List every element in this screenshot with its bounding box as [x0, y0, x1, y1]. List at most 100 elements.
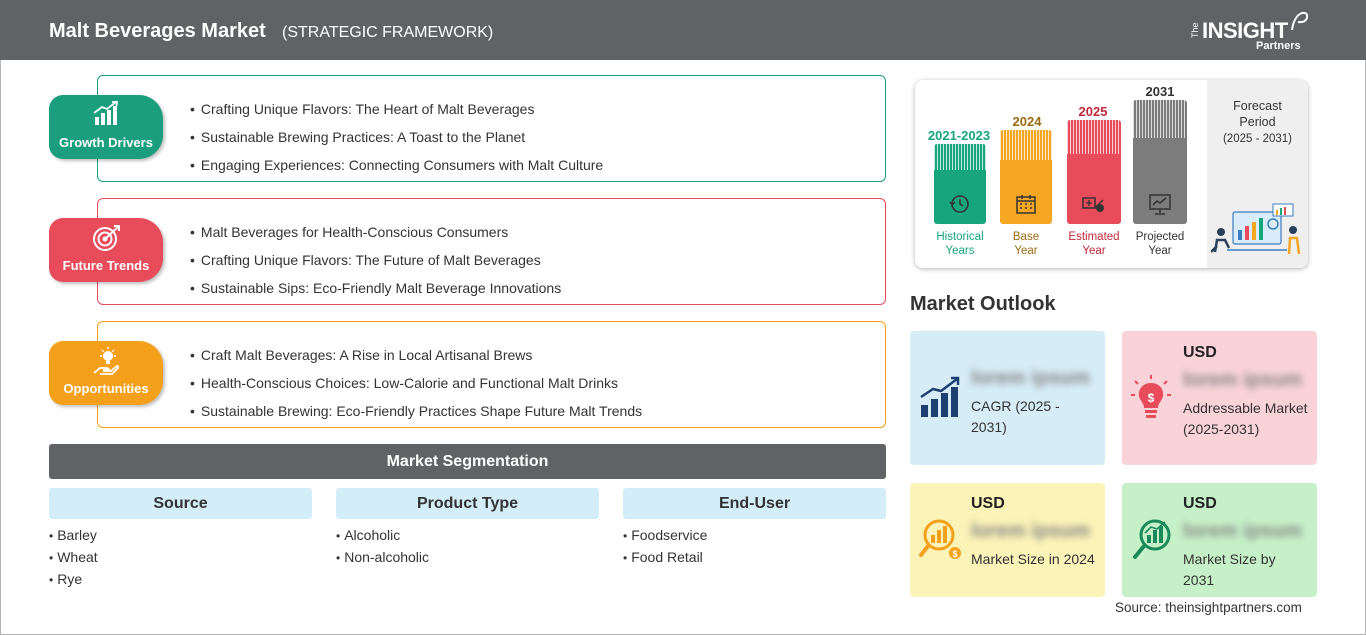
list-item: Non-alcoholic: [336, 547, 599, 569]
list-item: Health-Conscious Choices: Low-Calorie an…: [190, 369, 642, 397]
history-icon: [949, 195, 969, 213]
list-item: Rye: [49, 569, 312, 591]
insight-partners-logo: The INSIGHT Partners: [1190, 8, 1320, 54]
addressable-market-card: $ USD lorem ipsum Addressable Market (20…: [1122, 331, 1317, 465]
source-credit: Source: theinsightpartners.com: [1115, 600, 1302, 615]
logo-insight-text: INSIGHT: [1202, 18, 1288, 43]
caption-line: Years: [945, 245, 975, 257]
list-item: Crafting Unique Flavors: The Heart of Ma…: [190, 95, 603, 123]
growth-chart-icon: [93, 101, 118, 125]
svg-text:$: $: [952, 549, 957, 559]
forecast-range: (2025 - 2031): [1222, 133, 1293, 145]
timeline-year-base: 2024: [1012, 114, 1042, 129]
growth-drivers-list: Crafting Unique Flavors: The Heart of Ma…: [190, 95, 603, 179]
list-item: Engaging Experiences: Connecting Consume…: [190, 151, 603, 179]
market-size-2024-currency: USD: [971, 495, 1005, 512]
growth-drivers-box: Crafting Unique Flavors: The Heart of Ma…: [97, 75, 886, 182]
page-subtitle: (STRATEGIC FRAMEWORK): [282, 24, 494, 41]
market-size-2024-label: Market Size in 2024: [971, 551, 1095, 567]
estimate-icon: [1082, 197, 1104, 212]
segment-list: Alcoholic Non-alcoholic: [336, 525, 599, 569]
caption-line: Base: [1012, 231, 1040, 243]
caption-line: Historical: [936, 231, 984, 243]
svg-text:$: $: [1148, 391, 1155, 405]
market-size-2031-card: USD lorem ipsum Market Size by 2031: [1122, 483, 1317, 597]
list-item: Sustainable Brewing: Eco-Friendly Practi…: [190, 397, 642, 425]
caption-line: Year: [1148, 245, 1172, 257]
timeline-bar-estimated: [1067, 120, 1121, 224]
future-trends-box: Malt Beverages for Health-Conscious Cons…: [97, 198, 886, 305]
growth-drivers-tab: Growth Drivers: [49, 95, 163, 159]
future-trends-list: Malt Beverages for Health-Conscious Cons…: [190, 218, 561, 302]
opportunities-label: Opportunities: [63, 381, 149, 396]
market-size-2031-label: Market Size by 2031: [1183, 551, 1276, 588]
addressable-market-currency: USD: [1183, 344, 1217, 361]
segment-list: Foodservice Food Retail: [623, 525, 886, 569]
segment-heading: Source: [49, 488, 312, 519]
opportunities-list: Craft Malt Beverages: A Rise in Local Ar…: [190, 341, 642, 425]
forecast-label-line: Period: [1239, 115, 1276, 129]
market-segmentation-header: Market Segmentation: [49, 444, 886, 479]
list-item: Food Retail: [623, 547, 886, 569]
cagr-value: lorem ipsum: [971, 367, 1090, 389]
list-item: Alcoholic: [336, 525, 599, 547]
magnifier-growth-icon: [1133, 519, 1171, 559]
timeline-bar-base: [1000, 130, 1052, 224]
segment-source: Source Barley Wheat Rye: [49, 488, 312, 591]
list-item: Sustainable Sips: Eco-Friendly Malt Beve…: [190, 274, 561, 302]
growth-bars-icon: [920, 376, 960, 417]
opportunities-tab: Opportunities: [49, 341, 163, 405]
market-size-2031-value: lorem ipsum: [1183, 520, 1302, 542]
idea-hand-icon: [93, 347, 120, 375]
calendar-icon: [1016, 195, 1036, 214]
analytics-people-icon: [1211, 203, 1301, 255]
caption-line: Year: [1014, 245, 1038, 257]
header-bar: Malt Beverages Market (STRATEGIC FRAMEWO…: [0, 0, 1366, 60]
future-trends-label: Future Trends: [62, 258, 150, 273]
list-item: Wheat: [49, 547, 312, 569]
logo-the-text: The: [1190, 22, 1200, 38]
list-item: Foodservice: [623, 525, 886, 547]
cagr-card: lorem ipsum CAGR (2025 - 2031): [910, 331, 1105, 465]
lightbulb-dollar-icon: $: [1131, 375, 1171, 418]
timeline-year-estimated: 2025: [1078, 104, 1108, 119]
segment-product-type: Product Type Alcoholic Non-alcoholic: [336, 488, 599, 569]
addressable-market-label: Addressable Market (2025-2031): [1183, 400, 1308, 437]
forecast-period-label: Forecast Period (2025 - 2031): [1207, 98, 1308, 147]
future-trends-tab: Future Trends: [49, 218, 163, 282]
growth-drivers-label: Growth Drivers: [59, 135, 153, 150]
forecast-label-line: Forecast: [1233, 99, 1282, 113]
timeline-bar-historical: [934, 144, 986, 224]
segment-heading: Product Type: [336, 488, 599, 519]
timeline-year-projected: 2031: [1145, 84, 1175, 99]
list-item: Crafting Unique Flavors: The Future of M…: [190, 246, 561, 274]
segment-end-user: End-User Foodservice Food Retail: [623, 488, 886, 569]
caption-line: Year: [1082, 245, 1106, 257]
projection-icon: [1149, 194, 1171, 215]
segment-list: Barley Wheat Rye: [49, 525, 312, 591]
segment-heading: End-User: [623, 488, 886, 519]
list-item: Craft Malt Beverages: A Rise in Local Ar…: [190, 341, 642, 369]
market-size-2024-card: $ USD lorem ipsum Market Size in 2024: [910, 483, 1105, 597]
addressable-market-value: lorem ipsum: [1183, 369, 1302, 391]
market-size-2031-currency: USD: [1183, 495, 1217, 512]
opportunities-box: Craft Malt Beverages: A Rise in Local Ar…: [97, 321, 886, 428]
caption-line: Projected: [1135, 231, 1185, 243]
page-title: Malt Beverages Market: [49, 20, 266, 42]
list-item: Sustainable Brewing Practices: A Toast t…: [190, 123, 603, 151]
list-item: Barley: [49, 525, 312, 547]
market-size-2024-value: lorem ipsum: [971, 520, 1090, 542]
cagr-label: CAGR (2025 - 2031): [971, 398, 1060, 435]
timeline-year-historical: 2021-2023: [927, 128, 991, 143]
market-outlook-title: Market Outlook: [910, 293, 1056, 315]
magnifier-chart-icon: $: [919, 519, 961, 559]
target-icon: [93, 225, 120, 251]
logo-partners-text: Partners: [1256, 40, 1301, 52]
caption-line: Estimated: [1068, 231, 1120, 243]
list-item: Malt Beverages for Health-Conscious Cons…: [190, 218, 561, 246]
